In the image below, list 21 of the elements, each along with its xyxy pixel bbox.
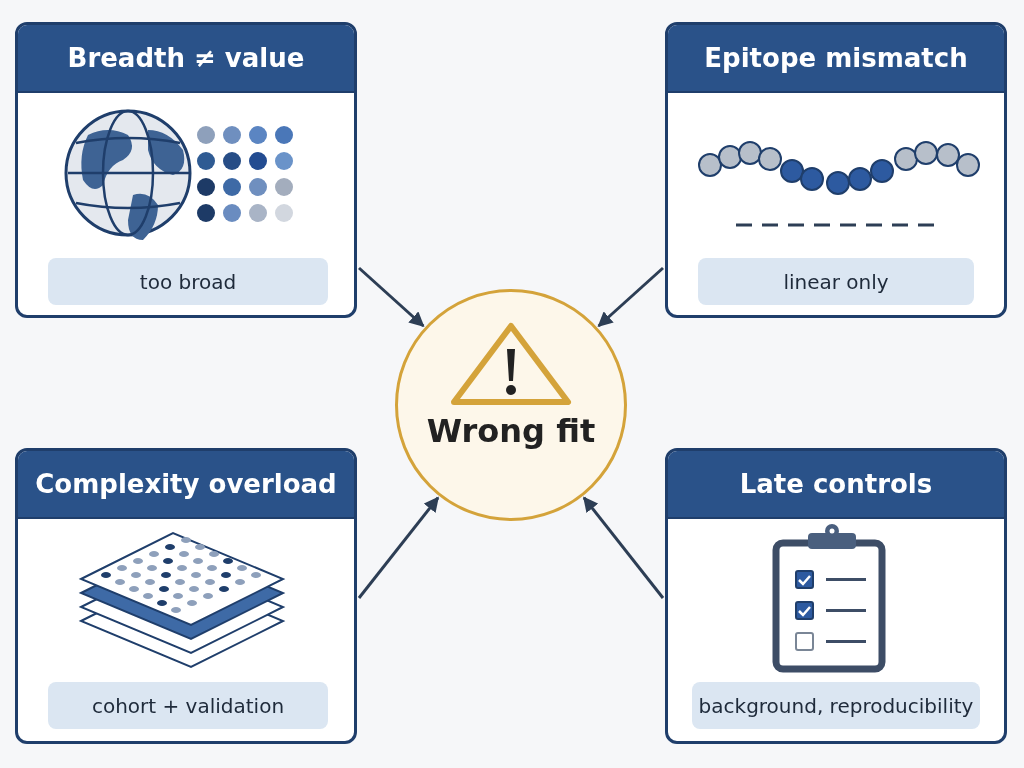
arrow xyxy=(597,266,664,328)
card-panel xyxy=(15,448,357,744)
tag-text: cohort + validation xyxy=(91,693,285,718)
tag-pill xyxy=(48,682,328,729)
card-title: Late controls xyxy=(739,469,933,499)
card-panel xyxy=(665,22,1007,318)
tag-text: linear only xyxy=(783,269,889,294)
arrow xyxy=(582,496,665,599)
card-title: Epitope mismatch xyxy=(704,43,968,73)
card-title: Breadth ≠ value xyxy=(67,43,305,73)
card-panel xyxy=(665,448,1007,744)
card-title: Complexity overload xyxy=(35,469,337,499)
tag-text: background, reproducibility xyxy=(698,693,974,718)
tag-pill xyxy=(48,258,328,305)
tag-text: too broad xyxy=(139,269,237,294)
arrow xyxy=(358,266,425,328)
outcome-label: Wrong fit xyxy=(425,412,597,450)
tag-pill xyxy=(698,258,974,305)
arrow xyxy=(357,496,440,599)
card-panel xyxy=(15,22,357,318)
tag-pill xyxy=(692,682,980,729)
